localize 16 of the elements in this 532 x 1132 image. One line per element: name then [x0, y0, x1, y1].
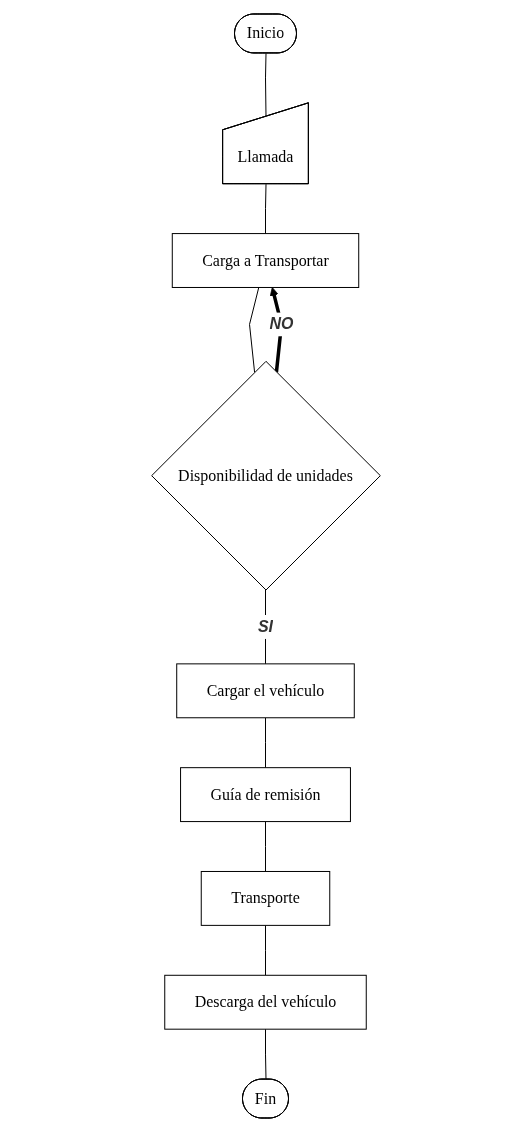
node-box: Carga a Transportar: [171, 233, 360, 288]
node-box: Cargar el vehículo: [176, 663, 355, 719]
connector: [265, 924, 266, 976]
node-box: Guía de remisión: [180, 767, 351, 823]
node-diamond: Disponibilidad de unidades: [151, 360, 381, 591]
connector: [265, 1028, 267, 1081]
edge-label: NO: [269, 315, 294, 333]
connector: [265, 183, 267, 235]
connector: [265, 717, 266, 769]
connector: [265, 821, 266, 872]
edge-label: SI: [257, 617, 274, 635]
node-box: Descarga del vehículo: [164, 974, 367, 1030]
arrow: [269, 287, 284, 373]
connector: [265, 52, 267, 118]
connector: [249, 286, 260, 373]
node-box: Transporte: [200, 871, 331, 926]
